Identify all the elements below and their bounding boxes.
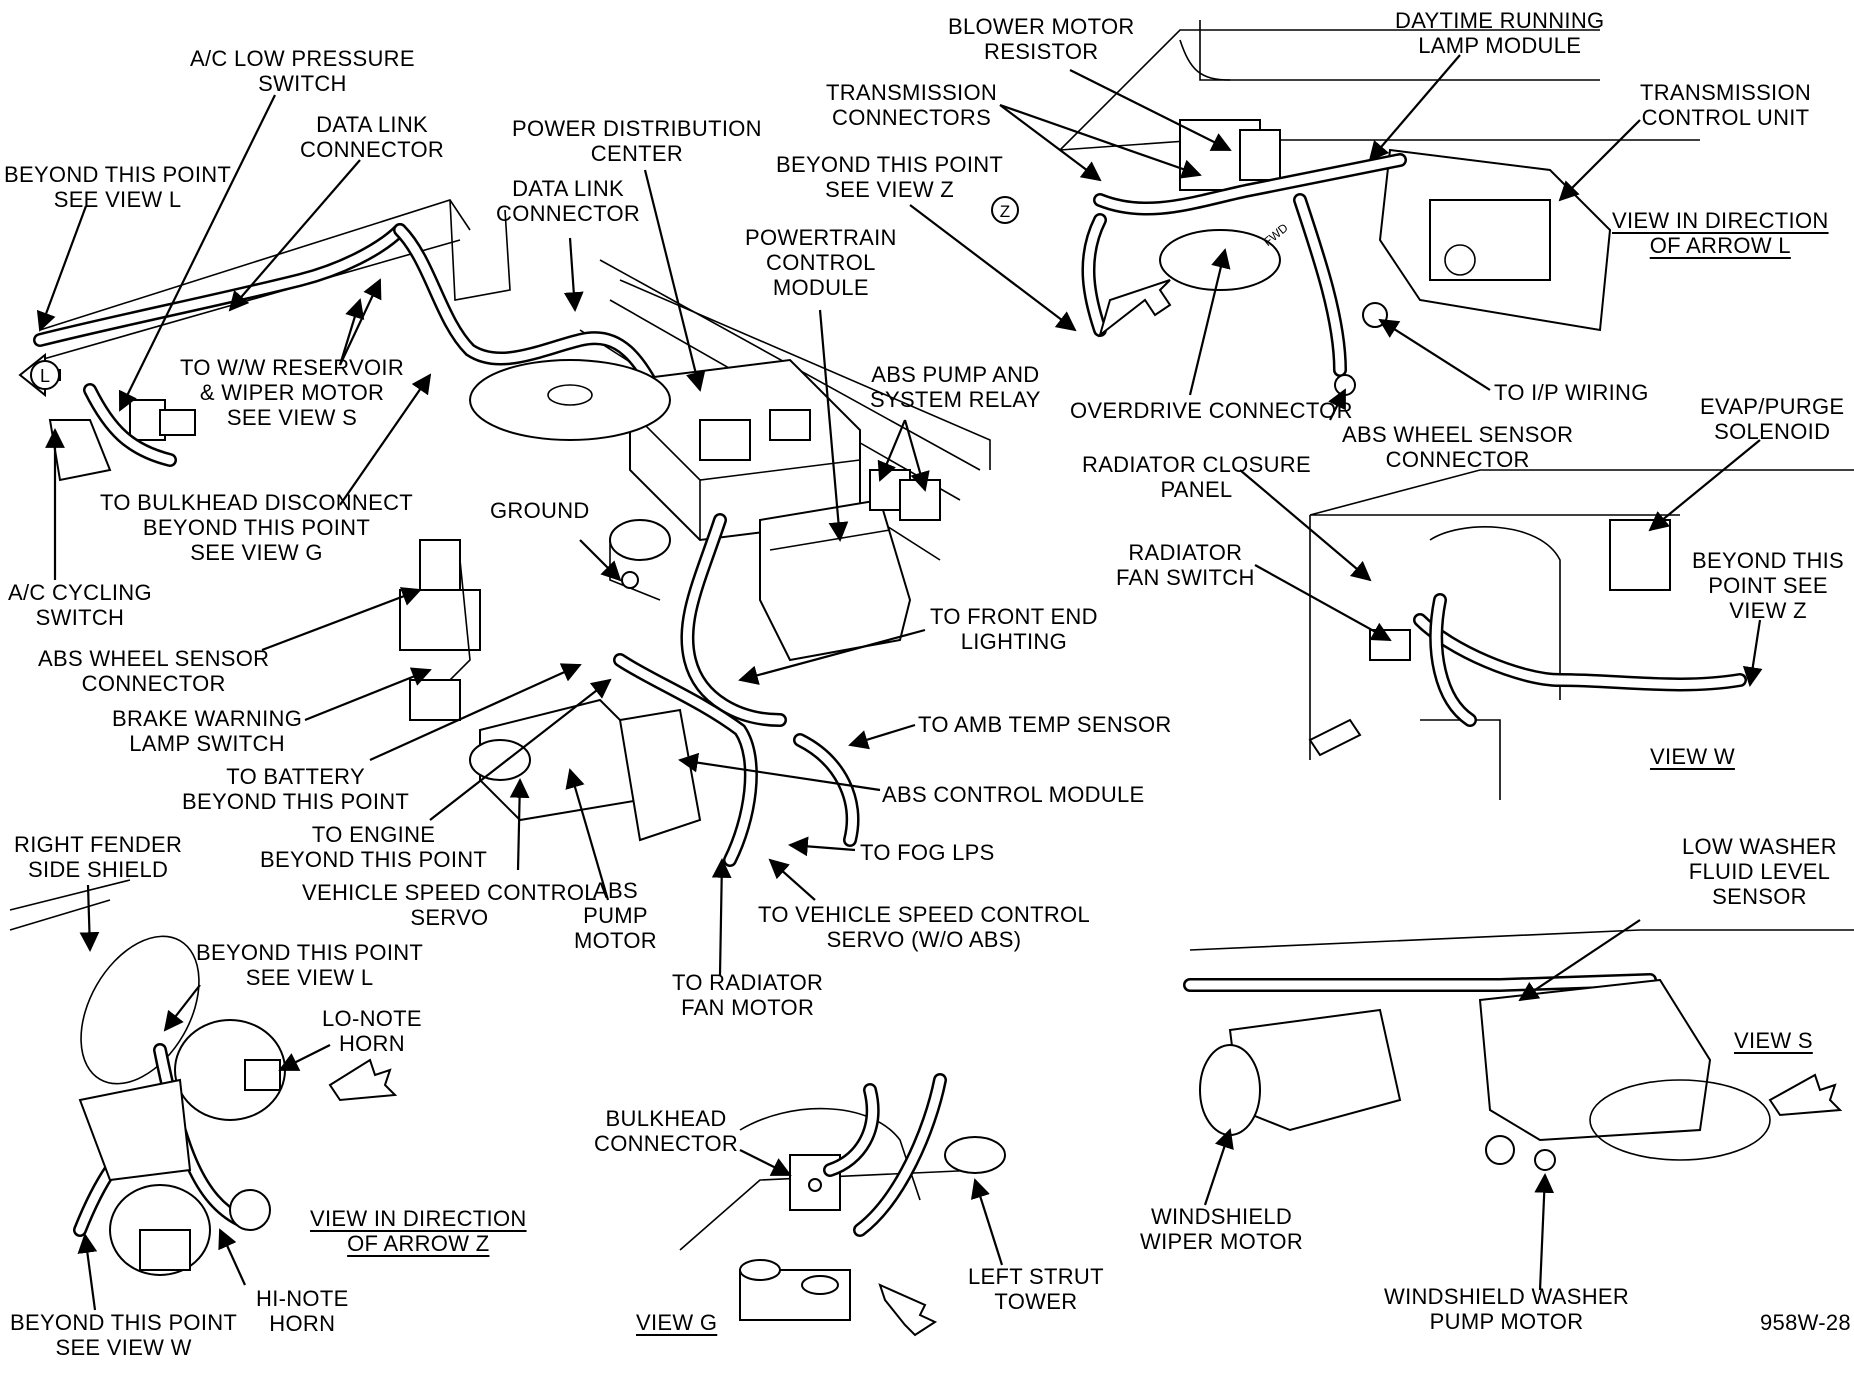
main-engine-view: L [18, 199, 991, 867]
label-view-g: VIEW G [636, 1310, 718, 1335]
label-windshield-wiper-motor: WINDSHIELD WIPER MOTOR [1140, 1204, 1304, 1254]
label-beyond-view-z-right: BEYOND THIS POINT SEE VIEW Z [1692, 548, 1845, 623]
label-view-s: VIEW S [1734, 1028, 1813, 1053]
label-view-in-direction-arrow-l: VIEW IN DIRECTION OF ARROW L [1612, 208, 1829, 258]
label-abs-control-module: ABS CONTROL MODULE [882, 782, 1145, 807]
label-to-radiator-fan-motor: TO RADIATOR FAN MOTOR [672, 970, 824, 1020]
label-to-vehicle-speed-control-servo: TO VEHICLE SPEED CONTROL SERVO (W/O ABS) [758, 902, 1090, 952]
label-figure-code: 958W-28 [1760, 1310, 1851, 1335]
label-abs-wheel-sensor-connector-2: ABS WHEEL SENSOR CONNECTOR [1342, 422, 1574, 472]
label-ac-low-pressure-switch: A/C LOW PRESSURE SWITCH [190, 46, 415, 96]
label-power-distribution-center: POWER DISTRIBUTION CENTER [512, 116, 762, 166]
label-to-front-end-lighting: TO FRONT END LIGHTING [930, 604, 1098, 654]
label-brake-warning-lamp-switch: BRAKE WARNING LAMP SWITCH [112, 706, 303, 756]
view-g [679, 1073, 1006, 1337]
label-to-fog-lps: TO FOG LPS [860, 840, 995, 865]
label-radiator-fan-switch: RADIATOR FAN SWITCH [1116, 540, 1255, 590]
label-right-fender-side-shield: RIGHT FENDER SIDE SHIELD [14, 832, 183, 882]
label-ground: GROUND [490, 498, 590, 523]
arrow-z-marker: Z [1000, 202, 1010, 221]
label-vehicle-speed-control-servo: VEHICLE SPEED CONTROL SERVO [302, 880, 597, 930]
label-to-engine: TO ENGINE BEYOND THIS POINT [260, 822, 488, 872]
label-evap-purge-solenoid: EVAP/PURGE SOLENOID [1700, 394, 1845, 444]
label-hi-note-horn: HI-NOTE HORN [256, 1286, 349, 1336]
label-daytime-running-lamp-module: DAYTIME RUNNING LAMP MODULE [1395, 8, 1605, 58]
view-l: Z [991, 20, 1700, 396]
label-abs-pump-motor: ABS PUMP MOTOR [574, 878, 657, 953]
label-view-in-direction-arrow-z: VIEW IN DIRECTION OF ARROW Z [310, 1206, 527, 1256]
label-transmission-connectors: TRANSMISSION CONNECTORS [826, 80, 998, 130]
label-data-link-connector-1: DATA LINK CONNECTOR [300, 112, 445, 162]
label-to-ww-reservoir: TO W/W RESERVOIR & WIPER MOTOR SEE VIEW … [180, 355, 405, 430]
label-to-bulkhead-disconnect: TO BULKHEAD DISCONNECT BEYOND THIS POINT… [100, 490, 414, 565]
label-beyond-view-l-bottom: BEYOND THIS POINT SEE VIEW L [196, 940, 424, 990]
label-left-strut-tower: LEFT STRUT TOWER [968, 1264, 1104, 1314]
label-blower-motor-resistor: BLOWER MOTOR RESISTOR [948, 14, 1135, 64]
leader-lines [36, 54, 1763, 1311]
label-beyond-view-w: BEYOND THIS POINT SEE VIEW W [10, 1310, 238, 1360]
label-beyond-view-l-top: BEYOND THIS POINT SEE VIEW L [4, 162, 232, 212]
view-s [1183, 929, 1854, 1171]
view-z [9, 879, 398, 1276]
label-transmission-control-unit: TRANSMISSION CONTROL UNIT [1640, 80, 1812, 130]
label-beyond-view-z-top: BEYOND THIS POINT SEE VIEW Z [776, 152, 1004, 202]
label-view-w: VIEW W [1650, 744, 1735, 769]
label-to-ip-wiring: TO I/P WIRING [1494, 380, 1649, 405]
label-to-amb-temp-sensor: TO AMB TEMP SENSOR [918, 712, 1172, 737]
label-windshield-washer-pump-motor: WINDSHIELD WASHER PUMP MOTOR [1384, 1284, 1630, 1334]
label-data-link-connector-2: DATA LINK CONNECTOR [496, 176, 641, 226]
label-abs-wheel-sensor-connector-1: ABS WHEEL SENSOR CONNECTOR [38, 646, 270, 696]
label-radiator-closure-panel: RADIATOR CLOSURE PANEL [1082, 452, 1311, 502]
label-abs-pump-and-relay: ABS PUMP AND SYSTEM RELAY [870, 362, 1041, 412]
label-to-battery: TO BATTERY BEYOND THIS POINT [182, 764, 410, 814]
label-lo-note-horn: LO-NOTE HORN [322, 1006, 422, 1056]
label-bulkhead-connector: BULKHEAD CONNECTOR [594, 1106, 739, 1156]
label-ac-cycling-switch: A/C CYCLING SWITCH [8, 580, 152, 630]
fwd-marker-l: FWD [1261, 220, 1291, 249]
label-overdrive-connector: OVERDRIVE CONNECTOR [1070, 398, 1353, 423]
label-low-washer-fluid-level-sensor: LOW WASHER FLUID LEVEL SENSOR [1682, 834, 1837, 909]
view-w [1308, 469, 1854, 800]
label-powertrain-control-module: POWERTRAIN CONTROL MODULE [745, 225, 897, 300]
arrow-l-marker: L [40, 366, 50, 386]
